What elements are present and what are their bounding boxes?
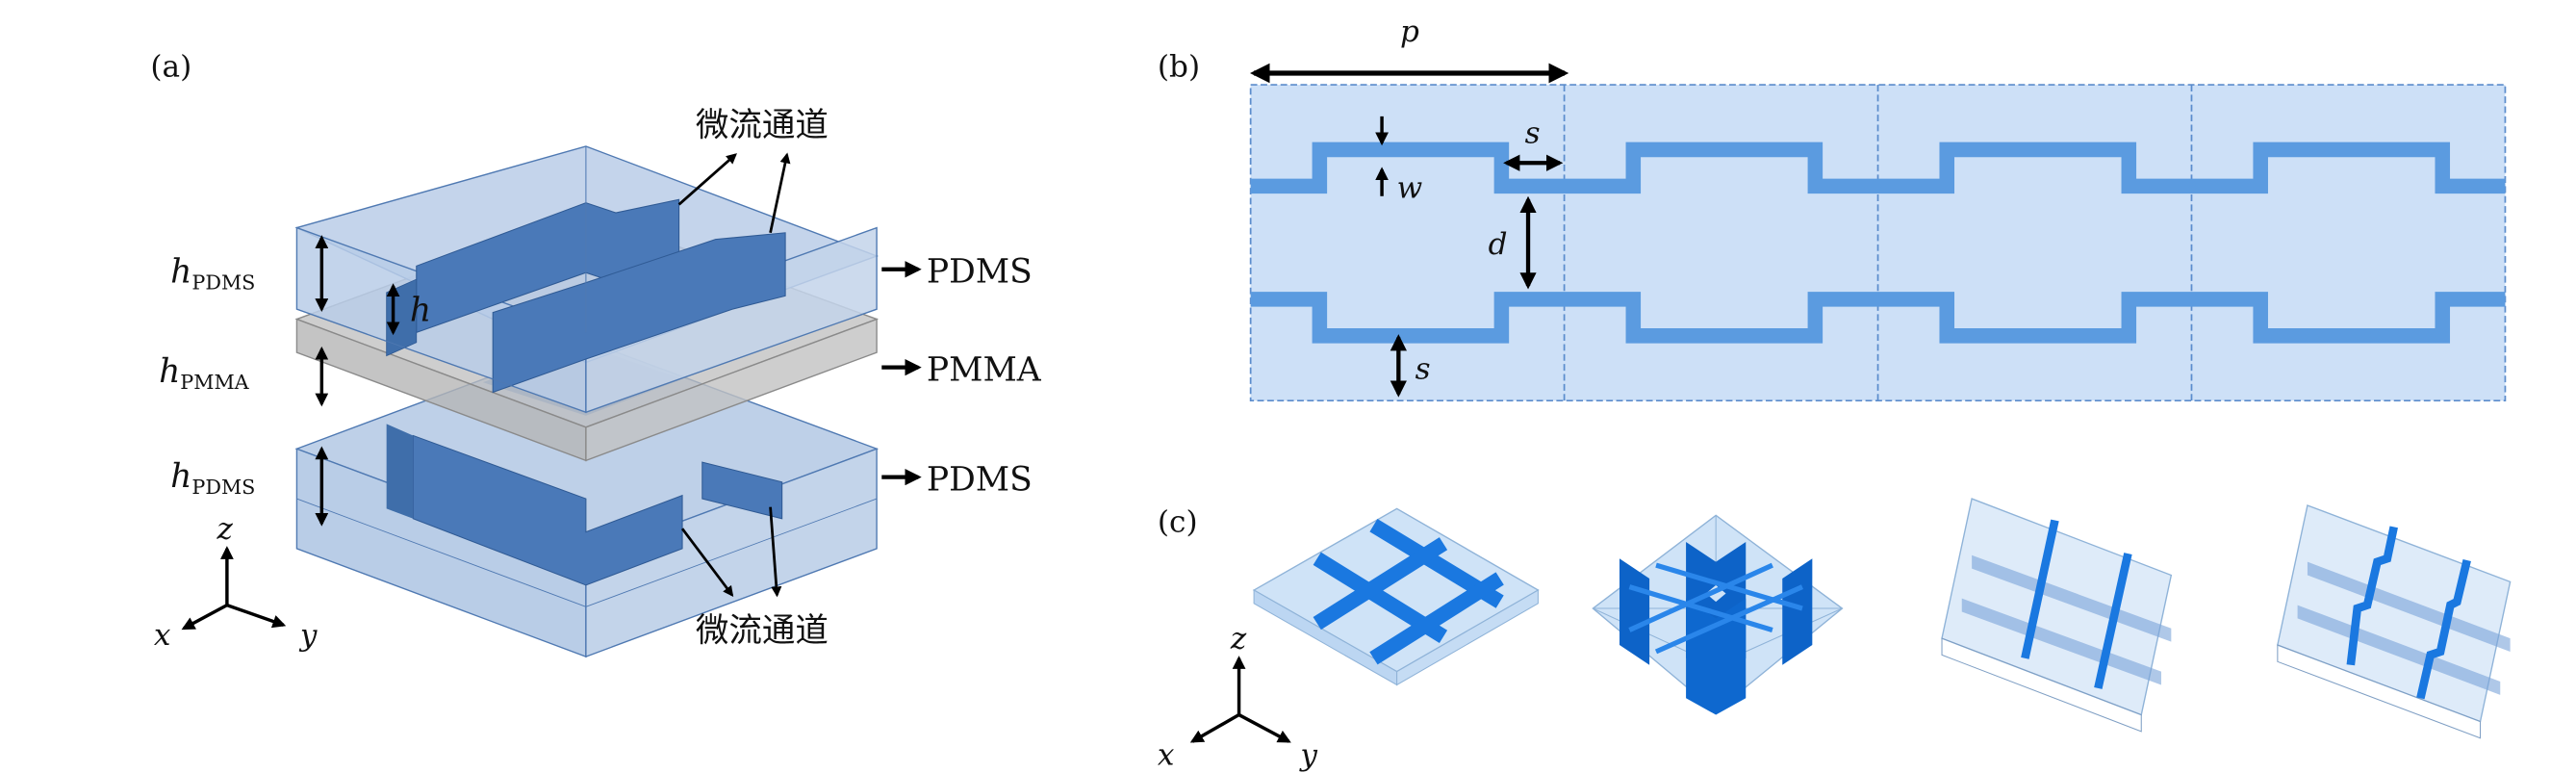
panel-a: (a) [150, 49, 1042, 658]
meander-channel [1250, 142, 2506, 194]
axis-c-y-label: y [1298, 737, 1317, 772]
axes-a: z x y [154, 512, 318, 654]
axis-c-x-label: x [1158, 737, 1175, 772]
period-label: p [1400, 14, 1419, 49]
pdms-bottom-label: PDMS [927, 460, 1033, 499]
unit-cell-dividers [1563, 85, 2193, 401]
pdms-top-label: PDMS [927, 253, 1033, 292]
panel-c-label: (c) [1158, 505, 1198, 540]
channel-pointer-top-1 [677, 153, 737, 206]
axis-y-label: y [298, 618, 318, 653]
unit-cell-array [1249, 84, 2507, 402]
structure-cross-grid-thin [1252, 507, 1540, 686]
axes-c: z x y [1158, 621, 1318, 772]
panel-b: (b) p s w d s [1158, 14, 2507, 402]
structure-layered-bars-straight [1941, 498, 2173, 733]
meander-channel [1250, 292, 2506, 344]
channel-label-bottom: 微流通道 [696, 612, 829, 651]
h-pdms-top-label: hPDMS [170, 253, 255, 295]
spacing-label-bottom: s [1416, 352, 1431, 387]
axis-z-label: z [217, 512, 234, 547]
width-label: w [1397, 170, 1423, 205]
axis-x-label: x [154, 618, 171, 653]
h-channel-label: h [410, 291, 431, 329]
channel-pointer-bottom-2 [769, 506, 782, 598]
channel-pointer-bottom-1 [680, 528, 734, 597]
panel-c: (c) [1158, 498, 2512, 772]
axis-c-z-label: z [1230, 621, 1247, 656]
panel-a-label: (a) [150, 49, 191, 84]
h-pdms-bottom-label: hPDMS [170, 457, 255, 499]
h-pmma-label: hPMMA [159, 352, 250, 394]
panel-b-label: (b) [1158, 49, 1200, 84]
channel-pointer-top-2 [769, 152, 791, 234]
structure-layered-bars-stepped [2277, 504, 2512, 739]
pmma-label: PMMA [927, 350, 1042, 389]
spacing-label-top: s [1525, 116, 1541, 151]
distance-label: d [1489, 227, 1508, 262]
top-pdms-slab [294, 145, 880, 414]
structure-cross-grid-tall [1592, 514, 1844, 715]
channel-label-top: 微流通道 [696, 107, 829, 145]
channels-b [1250, 142, 2506, 344]
